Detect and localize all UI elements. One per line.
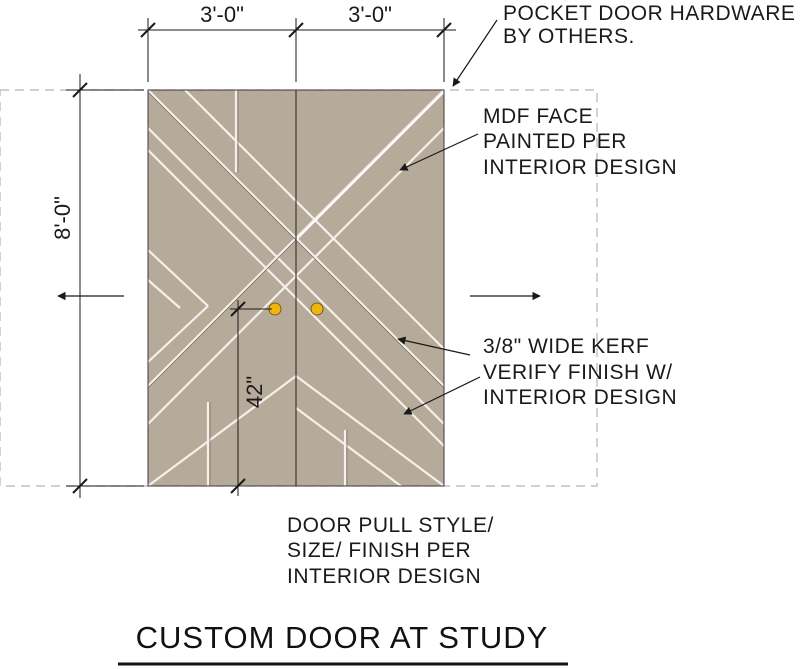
door-height-label: 8'-0" xyxy=(50,196,75,240)
kerf-leader-1 xyxy=(397,336,471,356)
right-leaf-width-label: 3'-0" xyxy=(348,2,392,27)
door-pull-right xyxy=(310,302,324,316)
kerf-leader-2 xyxy=(403,376,481,415)
door-pull-note: DOOR PULL STYLE/ SIZE/ FINISH PER INTERI… xyxy=(287,514,500,588)
height-dimension xyxy=(66,74,144,498)
drawing-title: CUSTOM DOOR AT STUDY xyxy=(136,620,549,655)
pocket-hardware-leader xyxy=(452,19,498,87)
width-dimension xyxy=(138,18,456,82)
door-panel xyxy=(147,89,445,487)
pull-height-label: 42" xyxy=(242,376,267,408)
mdf-face-leader xyxy=(399,133,479,171)
pocket-hardware-note: POCKET DOOR HARDWARE BY OTHERS. xyxy=(503,2,800,48)
mdf-face-note: MDF FACE PAINTED PER INTERIOR DESIGN xyxy=(483,105,677,179)
left-leaf-width-label: 3'-0" xyxy=(200,2,244,27)
pull-height-dimension xyxy=(230,300,272,496)
kerf-note: 3/8" WIDE KERF VERIFY FINISH W/ INTERIOR… xyxy=(483,335,679,409)
